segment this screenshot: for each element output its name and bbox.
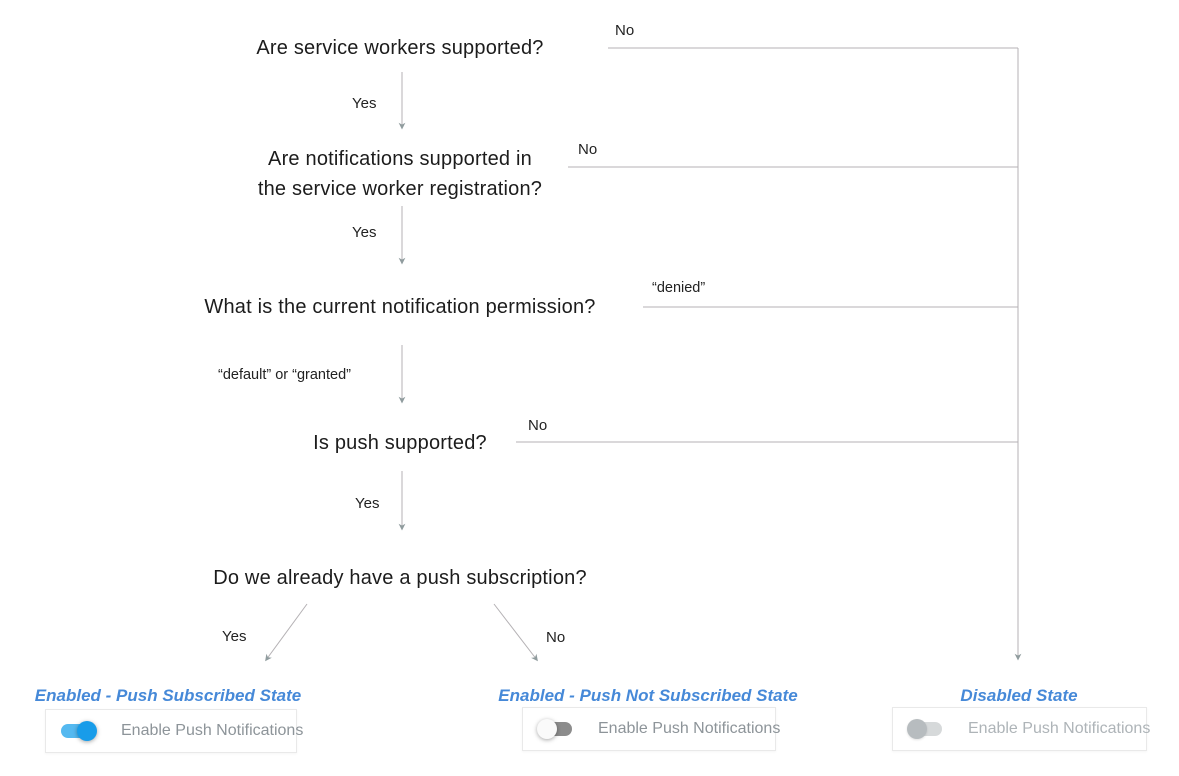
question-notifications-supported: Are notifications supported in the servi… (230, 144, 570, 204)
push-toggle-on[interactable] (60, 721, 97, 741)
toggle-label: Enable Push Notifications (598, 720, 781, 737)
state-title-disabled: Disabled State (960, 686, 1078, 705)
q5-yes-label: Yes (222, 628, 247, 645)
state-title-push-not-subscribed: Enabled - Push Not Subscribed State (498, 686, 798, 705)
push-toggle-disabled (907, 719, 944, 739)
toggle-label: Enable Push Notifications (121, 722, 304, 739)
q1-yes-label: Yes (352, 95, 377, 112)
question-notifications-line2: the service worker registration? (257, 178, 543, 200)
q4-yes-label: Yes (355, 495, 380, 512)
toggle-knob (907, 719, 927, 739)
question-service-workers: Are service workers supported? (256, 37, 544, 59)
question-notification-permission: What is the current notification permiss… (204, 296, 596, 318)
question-notifications-line1: Are notifications supported in (268, 148, 532, 170)
state-title-push-subscribed: Enabled - Push Subscribed State (34, 686, 302, 705)
toggle-label: Enable Push Notifications (968, 720, 1151, 737)
question-push-supported: Is push supported? (313, 432, 487, 454)
q4-no-label: No (528, 417, 548, 434)
toggle-knob (537, 719, 557, 739)
q5-no-label: No (546, 629, 566, 646)
q2-no-label: No (578, 141, 598, 158)
question-existing-subscription: Do we already have a push subscription? (213, 567, 587, 589)
toggle-knob (77, 721, 97, 741)
q3-denied-label: “denied” (652, 280, 706, 296)
card-disabled: Enable Push Notifications (892, 707, 1151, 751)
q3-default-granted-label: “default” or “granted” (218, 367, 351, 383)
card-push-not-subscribed: Enable Push Notifications (522, 707, 780, 751)
push-toggle-off[interactable] (537, 719, 574, 739)
q1-no-label: No (615, 22, 635, 39)
q2-yes-label: Yes (352, 224, 377, 241)
card-push-subscribed: Enable Push Notifications (45, 709, 303, 753)
